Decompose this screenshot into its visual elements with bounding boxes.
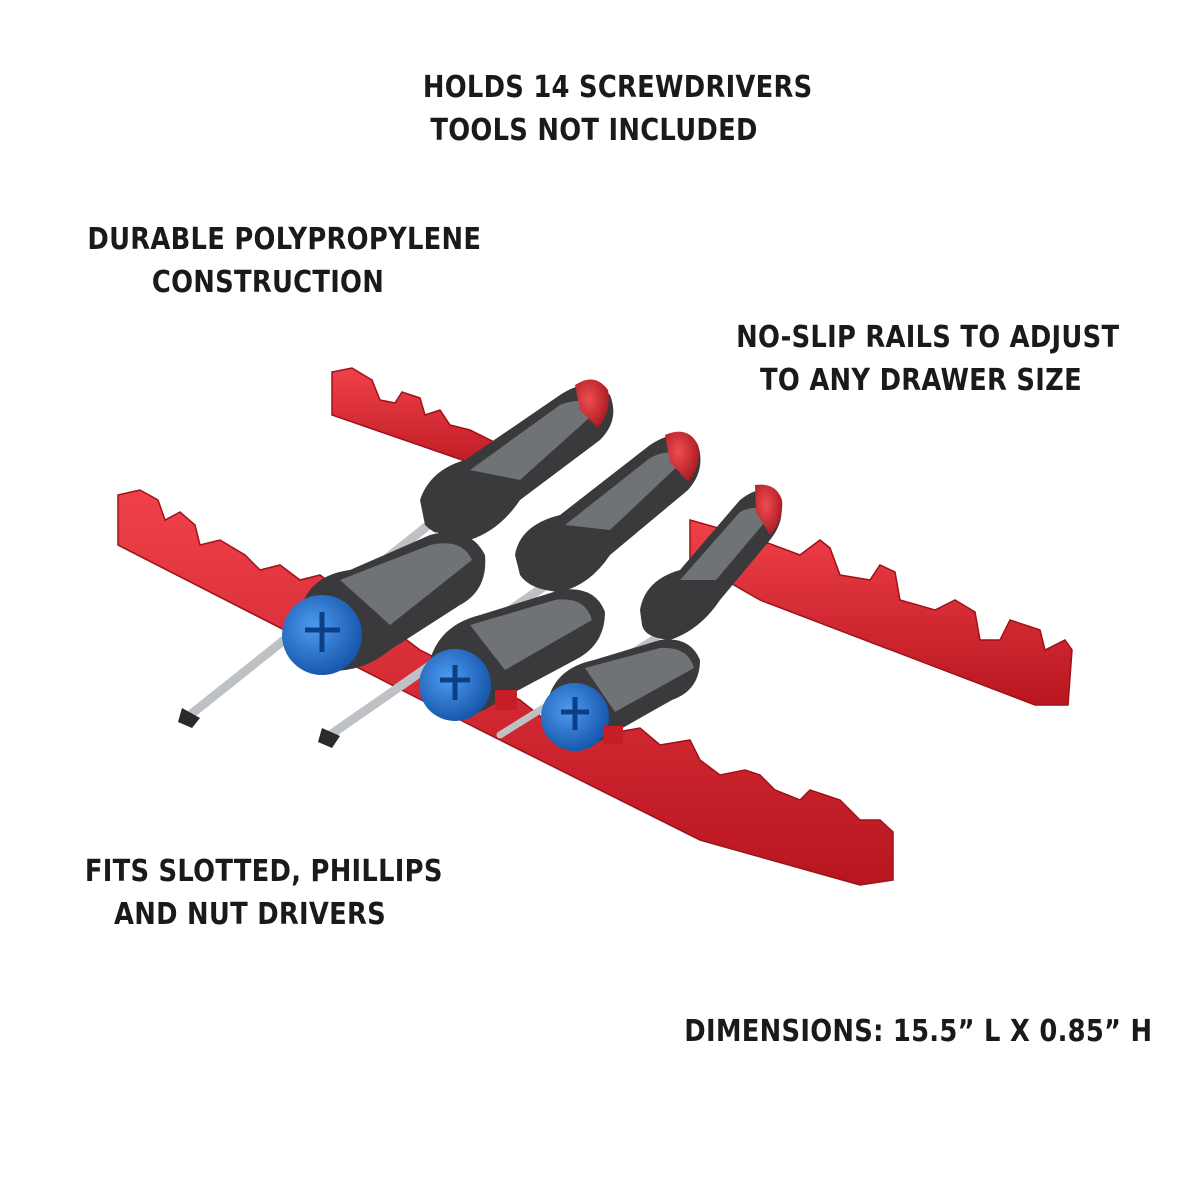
screwdriver-handle-left	[282, 531, 486, 675]
screwdriver-front	[496, 484, 783, 739]
right-rail	[689, 519, 1073, 706]
screwdriver-handle-middle	[419, 589, 605, 721]
capacity-line-2: TOOLS NOT INCLUDED	[430, 113, 758, 148]
dimensions-line-1: DIMENSIONS: 15.5” L X 0.85” H	[684, 1014, 1153, 1049]
capacity-line-1: HOLDS 14 SCREWDRIVERS	[422, 70, 813, 105]
screwdriver-handle-front	[541, 639, 700, 751]
material-caption: DURABLE POLYPROPYLENE CONSTRUCTION	[87, 218, 482, 304]
rails-line-1: NO-SLIP RAILS TO ADJUST	[736, 320, 1120, 355]
material-line-1: DURABLE POLYPROPYLENE	[87, 222, 482, 257]
dimensions-caption: DIMENSIONS: 15.5” L X 0.85” H	[684, 1010, 1153, 1053]
rails-line-2: TO ANY DRAWER SIZE	[760, 363, 1082, 398]
compatibility-line-2: AND NUT DRIVERS	[114, 897, 386, 932]
compatibility-line-1: FITS SLOTTED, PHILLIPS	[84, 854, 443, 889]
rails-caption: NO-SLIP RAILS TO ADJUST TO ANY DRAWER SI…	[736, 316, 1120, 402]
capacity-caption: HOLDS 14 SCREWDRIVERS TOOLS NOT INCLUDED	[422, 66, 813, 152]
rail-clips	[495, 690, 623, 744]
material-line-2: CONSTRUCTION	[151, 265, 385, 300]
compatibility-caption: FITS SLOTTED, PHILLIPS AND NUT DRIVERS	[84, 850, 443, 936]
